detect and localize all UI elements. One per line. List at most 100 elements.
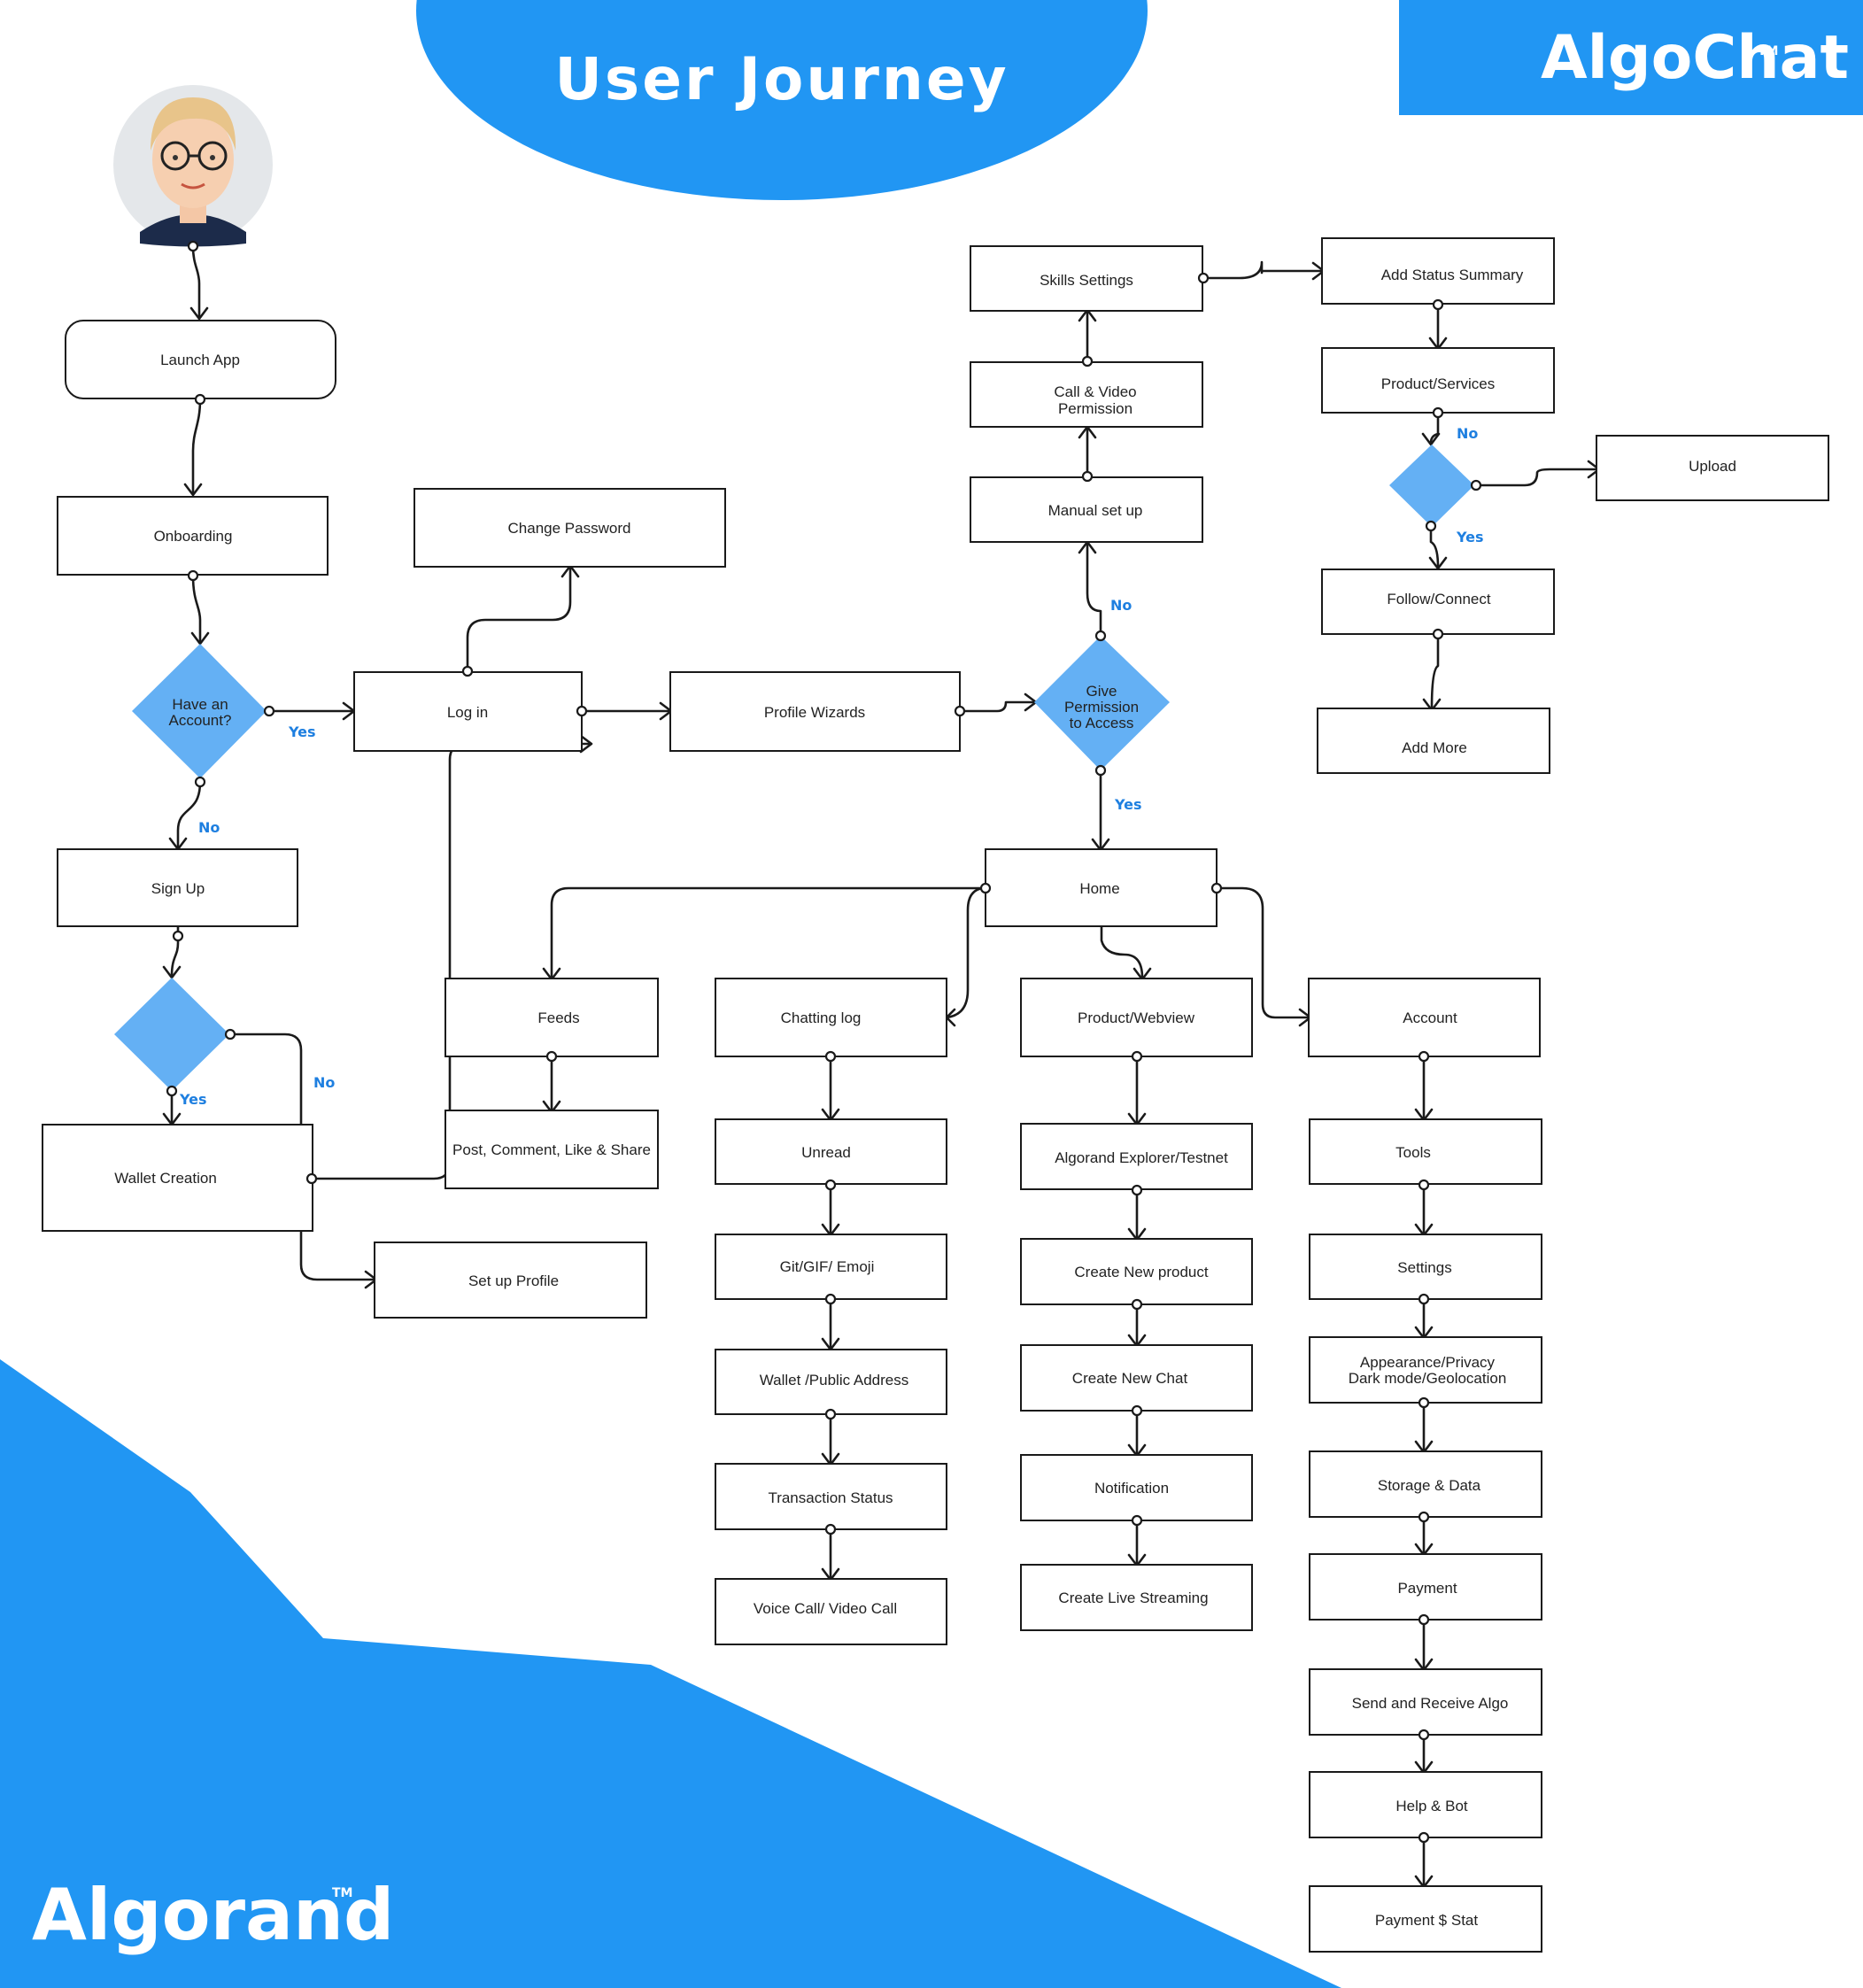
label-no-product: No (1457, 425, 1478, 442)
connector-home-product (1100, 925, 1144, 979)
connector-follow-addmore (1430, 632, 1440, 710)
connector-permission-manual (1086, 542, 1102, 638)
label-payment-stat: Payment $ Stat (1375, 1912, 1479, 1929)
algorand-logo-text: Algorand (32, 1874, 394, 1956)
node-log-in (353, 671, 583, 752)
connector-profilewizards-permission (958, 700, 1036, 713)
label-chatting-log: Chatting log (781, 1009, 862, 1026)
decision-product (1389, 445, 1474, 527)
label-create-new-product: Create New product (1074, 1264, 1208, 1280)
label-notification: Notification (1094, 1480, 1169, 1497)
page-title: User Journey (554, 45, 1009, 113)
node-manual-set-up (970, 476, 1203, 543)
decision-give-permission (1034, 636, 1170, 770)
node-payment (1309, 1553, 1542, 1621)
brand-logo-bottom: Algorand TM (32, 1874, 394, 1956)
label-add-more: Add More (1402, 739, 1467, 756)
label-tools: Tools (1395, 1144, 1431, 1161)
node-create-live-streaming (1020, 1564, 1253, 1631)
connector-onboarding-decision (191, 574, 202, 644)
node-tools (1309, 1118, 1542, 1185)
label-payment: Payment (1397, 1580, 1457, 1597)
label-git-gif-emoji: Git/GIF/ Emoji (780, 1258, 875, 1275)
node-transaction-status (715, 1463, 947, 1530)
node-create-new-chat (1020, 1344, 1253, 1412)
connector-login-changepassword (466, 566, 572, 673)
node-call-video-permission (970, 361, 1203, 428)
node-help-bot (1309, 1771, 1542, 1838)
label-yes-wallet: Yes (179, 1091, 207, 1108)
label-upload: Upload (1689, 458, 1736, 475)
label-manual-set-up: Manual set up (1048, 502, 1143, 519)
label-create-new-chat: Create New Chat (1072, 1370, 1188, 1387)
node-product-webview (1020, 978, 1253, 1057)
user-avatar-icon (113, 85, 273, 247)
connector-dots (166, 240, 1482, 1844)
label-no-have-account: No (198, 819, 220, 836)
nodes (42, 237, 1829, 1953)
connector-decision-follow (1429, 524, 1440, 569)
label-no-wallet: No (313, 1074, 335, 1091)
algorand-tm: TM (332, 1886, 352, 1900)
node-add-more (1317, 708, 1550, 774)
connectors (170, 244, 1599, 1887)
node-sign-up (57, 848, 298, 927)
node-git-gif-emoji (715, 1234, 947, 1300)
label-transaction-status: Transaction Status (768, 1489, 893, 1506)
label-send-receive-algo: Send and Receive Algo (1352, 1695, 1509, 1712)
connector-avatar-launch (191, 244, 201, 319)
label-follow-connect: Follow/Connect (1387, 591, 1490, 607)
label-wallet-public-address: Wallet /Public Address (760, 1372, 909, 1389)
node-upload (1596, 435, 1829, 501)
label-feeds: Feeds (537, 1009, 579, 1026)
label-create-live-streaming: Create Live Streaming (1058, 1590, 1208, 1606)
label-skills-settings: Skills Settings (1040, 272, 1133, 289)
label-profile-wizards: Profile Wizards (764, 704, 865, 721)
label-yes-have-account: Yes (288, 723, 316, 740)
node-post-comment (444, 1110, 659, 1189)
label-add-status-summary: Add Status Summary (1381, 267, 1524, 283)
label-set-up-profile: Set up Profile (468, 1272, 559, 1289)
node-skills-settings (970, 245, 1203, 312)
label-no-permission: No (1110, 597, 1132, 614)
decision-have-account (132, 644, 267, 778)
label-log-in: Log in (447, 704, 488, 721)
label-voice-video-call: Voice Call/ Video Call (754, 1600, 897, 1617)
node-set-up-profile (374, 1242, 647, 1319)
label-settings: Settings (1397, 1259, 1451, 1276)
connector-home-account (1215, 886, 1310, 1019)
label-storage-data: Storage & Data (1378, 1477, 1481, 1494)
algochat-logo-text: AlgoChat (1541, 23, 1849, 93)
connector-signup-walletdecision (170, 925, 180, 978)
label-product-services: Product/Services (1381, 375, 1496, 392)
bottom-blue-shape (0, 1359, 1341, 1988)
connector-skills-status (1202, 260, 1324, 280)
brand-banner-shape (1399, 0, 1863, 115)
connector-home-chatting (945, 886, 987, 1019)
node-notification (1020, 1454, 1253, 1521)
node-voice-video-call (715, 1578, 947, 1645)
label-account: Account (1403, 1009, 1457, 1026)
node-unread (715, 1118, 947, 1185)
algochat-tm: TM (1758, 44, 1778, 58)
branch-labels: Yes No Yes No No Yes No Yes (179, 425, 1484, 1108)
node-feeds (444, 978, 659, 1057)
connector-decision-signup (176, 780, 202, 849)
connector-launch-onboarding (191, 398, 202, 495)
label-algorand-explorer: Algorand Explorer/Testnet (1055, 1149, 1228, 1166)
label-yes-product: Yes (1456, 529, 1484, 545)
label-change-password: Change Password (508, 520, 631, 537)
node-follow-connect (1321, 569, 1555, 635)
title-banner-shape (416, 0, 1148, 200)
node-algorand-explorer (1020, 1123, 1253, 1190)
label-home: Home (1079, 880, 1119, 897)
node-payment-stat (1309, 1885, 1542, 1953)
node-wallet-public-address (715, 1349, 947, 1415)
label-sign-up: Sign Up (151, 880, 205, 897)
label-help-bot: Help & Bot (1395, 1798, 1468, 1814)
